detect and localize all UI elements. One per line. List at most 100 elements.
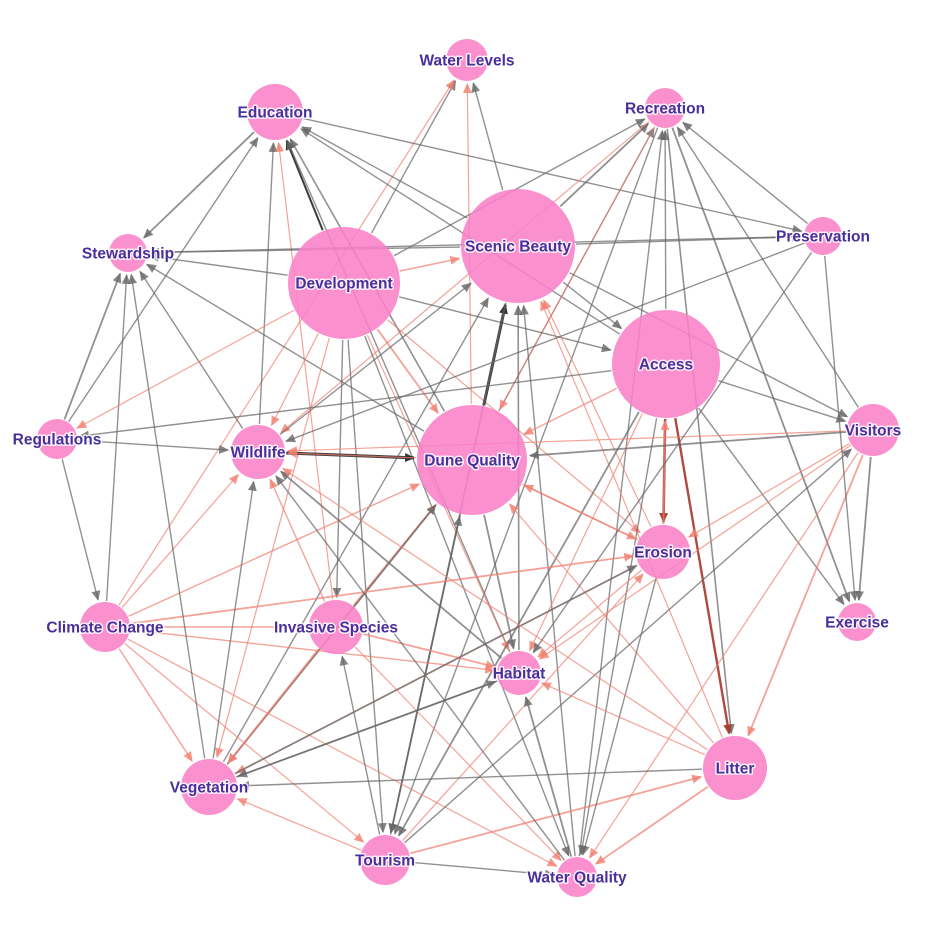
- edge-preservation-to-recreation: [682, 121, 808, 224]
- node-circle-visitors[interactable]: [847, 404, 899, 456]
- edge-access-to-dune-quality: [523, 387, 618, 435]
- node-climate-change[interactable]: Climate Change: [45, 602, 165, 652]
- node-erosion[interactable]: Erosion: [633, 525, 693, 579]
- node-circle-dune-quality[interactable]: [417, 405, 527, 515]
- edge-climate-change-to-wildlife: [121, 473, 239, 608]
- edge-recreation-to-tourism: [393, 127, 659, 835]
- node-label-recreation: Recreation: [625, 101, 705, 118]
- edge-development-to-scenic-beauty: [399, 255, 461, 272]
- edge-visitors-to-exercise: [855, 456, 872, 602]
- edge-water-quality-to-scenic-beauty: [519, 304, 576, 857]
- node-vegetation[interactable]: Vegetation: [168, 759, 250, 815]
- node-regulations[interactable]: Regulations: [11, 419, 103, 459]
- edge-scenic-beauty-to-access: [562, 281, 623, 330]
- node-label-visitors: Visitors: [845, 423, 902, 440]
- edge-scenic-beauty-to-preservation: [575, 232, 803, 245]
- edge-invasive-species-to-water-quality: [355, 646, 562, 862]
- node-development[interactable]: Development: [288, 227, 400, 339]
- edge-access-to-visitors: [718, 380, 847, 423]
- edge-wildlife-to-education: [258, 141, 278, 425]
- node-scenic-beauty[interactable]: Scenic Beauty: [461, 189, 575, 303]
- edge-preservation-to-habitat: [532, 252, 813, 654]
- edge-access-to-litter: [674, 418, 733, 735]
- node-circle-invasive-species[interactable]: [309, 600, 363, 654]
- edge-development-to-education: [285, 139, 324, 231]
- node-circle-habitat[interactable]: [497, 651, 541, 695]
- node-circle-education[interactable]: [247, 84, 303, 140]
- node-dune-quality[interactable]: Dune Quality: [417, 405, 527, 515]
- node-education[interactable]: Education: [236, 84, 314, 140]
- edge-scenic-beauty-to-water-levels: [471, 82, 504, 191]
- edge-development-to-regulations: [76, 309, 295, 429]
- edge-tourism-to-invasive-species: [339, 655, 381, 835]
- edge-dune-quality-to-habitat: [483, 514, 517, 650]
- node-circle-vegetation[interactable]: [181, 759, 237, 815]
- node-circle-development[interactable]: [288, 227, 400, 339]
- edge-scenic-beauty-to-education: [301, 126, 468, 219]
- edge-development-to-tourism: [347, 339, 387, 834]
- node-water-quality[interactable]: Water Quality: [526, 857, 629, 897]
- edge-development-to-dune-quality: [376, 328, 439, 414]
- node-circle-recreation[interactable]: [645, 88, 685, 128]
- edge-visitors-to-litter: [747, 454, 864, 737]
- node-label-education: Education: [238, 105, 313, 122]
- edge-climate-change-to-habitat: [130, 629, 496, 674]
- node-circle-litter[interactable]: [703, 736, 767, 800]
- edge-erosion-to-access: [660, 419, 670, 525]
- node-circle-wildlife[interactable]: [231, 425, 285, 479]
- edge-litter-to-scenic-beauty: [540, 300, 723, 738]
- node-circle-stewardship[interactable]: [109, 234, 147, 272]
- edge-dune-quality-to-stewardship: [145, 263, 425, 432]
- node-label-tourism: Tourism: [355, 853, 415, 870]
- edge-invasive-species-to-habitat: [362, 632, 496, 670]
- edge-regulations-to-education: [68, 136, 259, 422]
- edge-vegetation-to-erosion: [234, 564, 638, 775]
- node-circle-access[interactable]: [612, 310, 720, 418]
- node-circle-tourism[interactable]: [360, 835, 410, 885]
- node-label-vegetation: Vegetation: [170, 780, 248, 797]
- edge-habitat-to-wildlife: [280, 470, 503, 659]
- node-label-exercise: Exercise: [825, 615, 889, 632]
- node-preservation[interactable]: Preservation: [775, 217, 871, 255]
- edge-education-to-stewardship: [143, 131, 255, 239]
- node-label-stewardship: Stewardship: [82, 246, 174, 263]
- node-circle-erosion[interactable]: [636, 525, 690, 579]
- node-label-access: Access: [639, 357, 693, 374]
- edge-water-quality-to-wildlife: [275, 475, 565, 861]
- edge-layer: [61, 79, 872, 879]
- node-habitat[interactable]: Habitat: [491, 651, 547, 695]
- node-recreation[interactable]: Recreation: [623, 88, 707, 128]
- edge-litter-to-habitat: [540, 682, 706, 756]
- edge-tourism-to-litter: [409, 774, 703, 855]
- edge-litter-to-water-quality: [595, 785, 709, 865]
- node-access[interactable]: Access: [612, 310, 720, 418]
- node-label-scenic-beauty: Scenic Beauty: [465, 239, 571, 256]
- edge-access-to-tourism: [398, 411, 640, 837]
- node-circle-scenic-beauty[interactable]: [461, 189, 575, 303]
- edge-scenic-beauty-to-recreation: [559, 123, 649, 207]
- node-stewardship[interactable]: Stewardship: [80, 234, 176, 272]
- node-water-levels[interactable]: Water Levels: [418, 39, 516, 81]
- node-wildlife[interactable]: Wildlife: [229, 425, 287, 479]
- edge-visitors-to-water-quality: [589, 452, 859, 859]
- node-exercise[interactable]: Exercise: [824, 603, 891, 641]
- node-circle-regulations[interactable]: [37, 419, 77, 459]
- node-tourism[interactable]: Tourism: [354, 835, 417, 885]
- edge-recreation-to-exercise: [671, 127, 851, 603]
- node-litter[interactable]: Litter: [703, 736, 767, 800]
- node-circle-exercise[interactable]: [838, 603, 876, 641]
- node-circle-climate-change[interactable]: [80, 602, 130, 652]
- node-visitors[interactable]: Visitors: [843, 404, 903, 456]
- edge-habitat-to-education: [286, 139, 511, 653]
- node-circle-preservation[interactable]: [804, 217, 842, 255]
- node-label-habitat: Habitat: [493, 666, 546, 683]
- node-circle-water-quality[interactable]: [557, 857, 597, 897]
- edge-tourism-to-vegetation: [236, 798, 362, 851]
- edge-visitors-to-erosion: [688, 443, 850, 538]
- node-invasive-species[interactable]: Invasive Species: [272, 600, 400, 654]
- edge-invasive-species-to-vegetation: [227, 648, 320, 764]
- node-circle-water-levels[interactable]: [446, 39, 488, 81]
